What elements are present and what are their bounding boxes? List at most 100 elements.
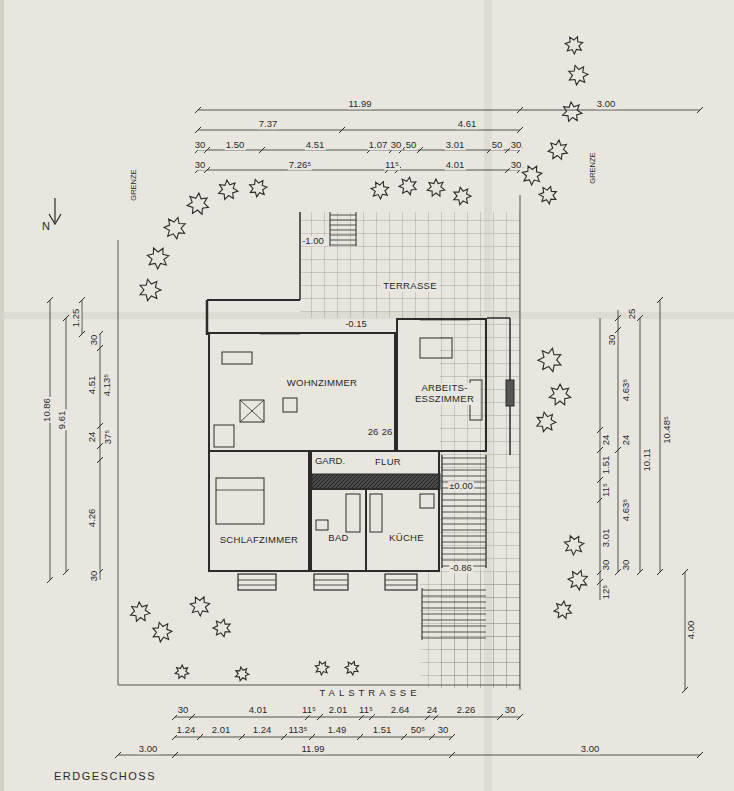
dimension-tick: [615, 315, 621, 321]
dimension-tick: [682, 687, 688, 693]
plan-note: -1.00: [301, 236, 325, 246]
window-step: [385, 585, 417, 586]
dimension-text: 37⁵: [103, 429, 113, 446]
dimension-text: 30: [510, 160, 523, 170]
dimension-tick: [615, 447, 621, 453]
dimension-text: 1.49: [327, 725, 348, 735]
shrub: [315, 661, 329, 675]
north-arrow: [54, 198, 55, 222]
dimension-tick: [429, 734, 435, 740]
property-line: [118, 240, 119, 685]
window-step: [238, 585, 276, 586]
dimension-text: 30: [437, 725, 450, 735]
shrub: [213, 619, 230, 637]
dimension-text: 11⁵: [601, 482, 611, 498]
dimension-line: [175, 737, 452, 738]
dimension-text: 25: [627, 308, 637, 321]
dimension-tick: [47, 297, 53, 303]
dimension-tick: [597, 447, 603, 453]
dimension-tick: [97, 443, 103, 449]
dimension-tick: [657, 569, 663, 575]
dimension-tick: [517, 127, 523, 133]
stair-step: [442, 470, 486, 471]
dimension-tick: [195, 107, 201, 113]
plan-note: -0.15: [344, 319, 368, 329]
stair-step: [422, 608, 486, 609]
table: [240, 400, 264, 422]
stair-step: [442, 512, 486, 513]
dimension-text: 30: [621, 559, 631, 572]
stair-step: [422, 620, 486, 621]
dimension-tick: [637, 315, 643, 321]
dimension-text: 1.24: [252, 725, 273, 735]
shrub: [563, 102, 582, 121]
shrub: [568, 570, 587, 589]
dimension-tick: [682, 569, 688, 575]
stair-step: [330, 235, 356, 236]
dimension-text: 2.01: [211, 725, 232, 735]
dimension-tick: [197, 734, 203, 740]
table: [240, 400, 264, 422]
shrub: [548, 140, 567, 159]
dimension-text: 11.99: [300, 744, 325, 754]
room-name: WOHNZIMMER: [285, 378, 360, 389]
plan-note: -0.86: [449, 563, 473, 573]
stair-step: [442, 476, 486, 477]
property-line: [118, 685, 520, 686]
dimension-tick: [339, 127, 345, 133]
dimension-text: 12⁵: [601, 584, 611, 601]
shrub: [539, 186, 556, 204]
dimension-tick: [657, 297, 663, 303]
dimension-text: 10.48⁵: [662, 415, 672, 445]
dimension-text: 7.37: [258, 119, 279, 129]
dimension-line: [660, 300, 661, 572]
dimension-text: 1.51: [601, 455, 611, 476]
stair-step: [442, 554, 486, 555]
dimension-text: 30: [194, 160, 207, 170]
dimension-tick: [449, 734, 455, 740]
dimension-tick: [417, 147, 423, 153]
dimension-tick: [637, 569, 643, 575]
dimension-text: 30: [89, 334, 99, 347]
stair-side: [485, 455, 486, 568]
dimension-tick: [172, 734, 178, 740]
shrub: [187, 193, 208, 214]
dimension-line: [640, 318, 641, 572]
north-label: N: [41, 221, 51, 232]
plan-note: ±0.00: [448, 481, 474, 491]
dimension-tick: [497, 714, 503, 720]
dimension-tick: [172, 752, 178, 758]
dimension-tick: [97, 457, 103, 463]
dimension-line: [50, 300, 51, 580]
room-name: BAD: [326, 533, 350, 544]
dimension-text: 50: [405, 140, 418, 150]
shrub: [549, 384, 570, 405]
stair-step: [422, 632, 486, 633]
dimension-tick: [172, 714, 178, 720]
shrub: [190, 597, 209, 616]
dimension-tick: [449, 752, 455, 758]
stair-side: [330, 212, 331, 246]
stair-side: [422, 588, 423, 640]
property-line: [520, 195, 521, 690]
bathtub: [346, 494, 360, 532]
dimension-tick: [517, 107, 523, 113]
dimension-text: 24: [601, 434, 611, 447]
stair-step: [330, 245, 356, 246]
shrub: [427, 179, 445, 196]
kitchen-counter: [370, 494, 382, 532]
dimension-text: 4.63⁵: [621, 498, 631, 522]
dimension-text: 1.07: [368, 140, 389, 150]
stair-step: [442, 524, 486, 525]
stair-step: [442, 464, 486, 465]
dimension-text: 50: [491, 140, 504, 150]
dimension-text: 7.26⁵: [288, 160, 312, 170]
dimension-line: [618, 310, 619, 572]
dimension-tick: [517, 714, 523, 720]
shrub: [554, 601, 571, 618]
dimension-text: 2.26: [456, 705, 477, 715]
shrub: [454, 187, 471, 205]
dimension-tick: [359, 714, 365, 720]
chair: [222, 352, 252, 364]
